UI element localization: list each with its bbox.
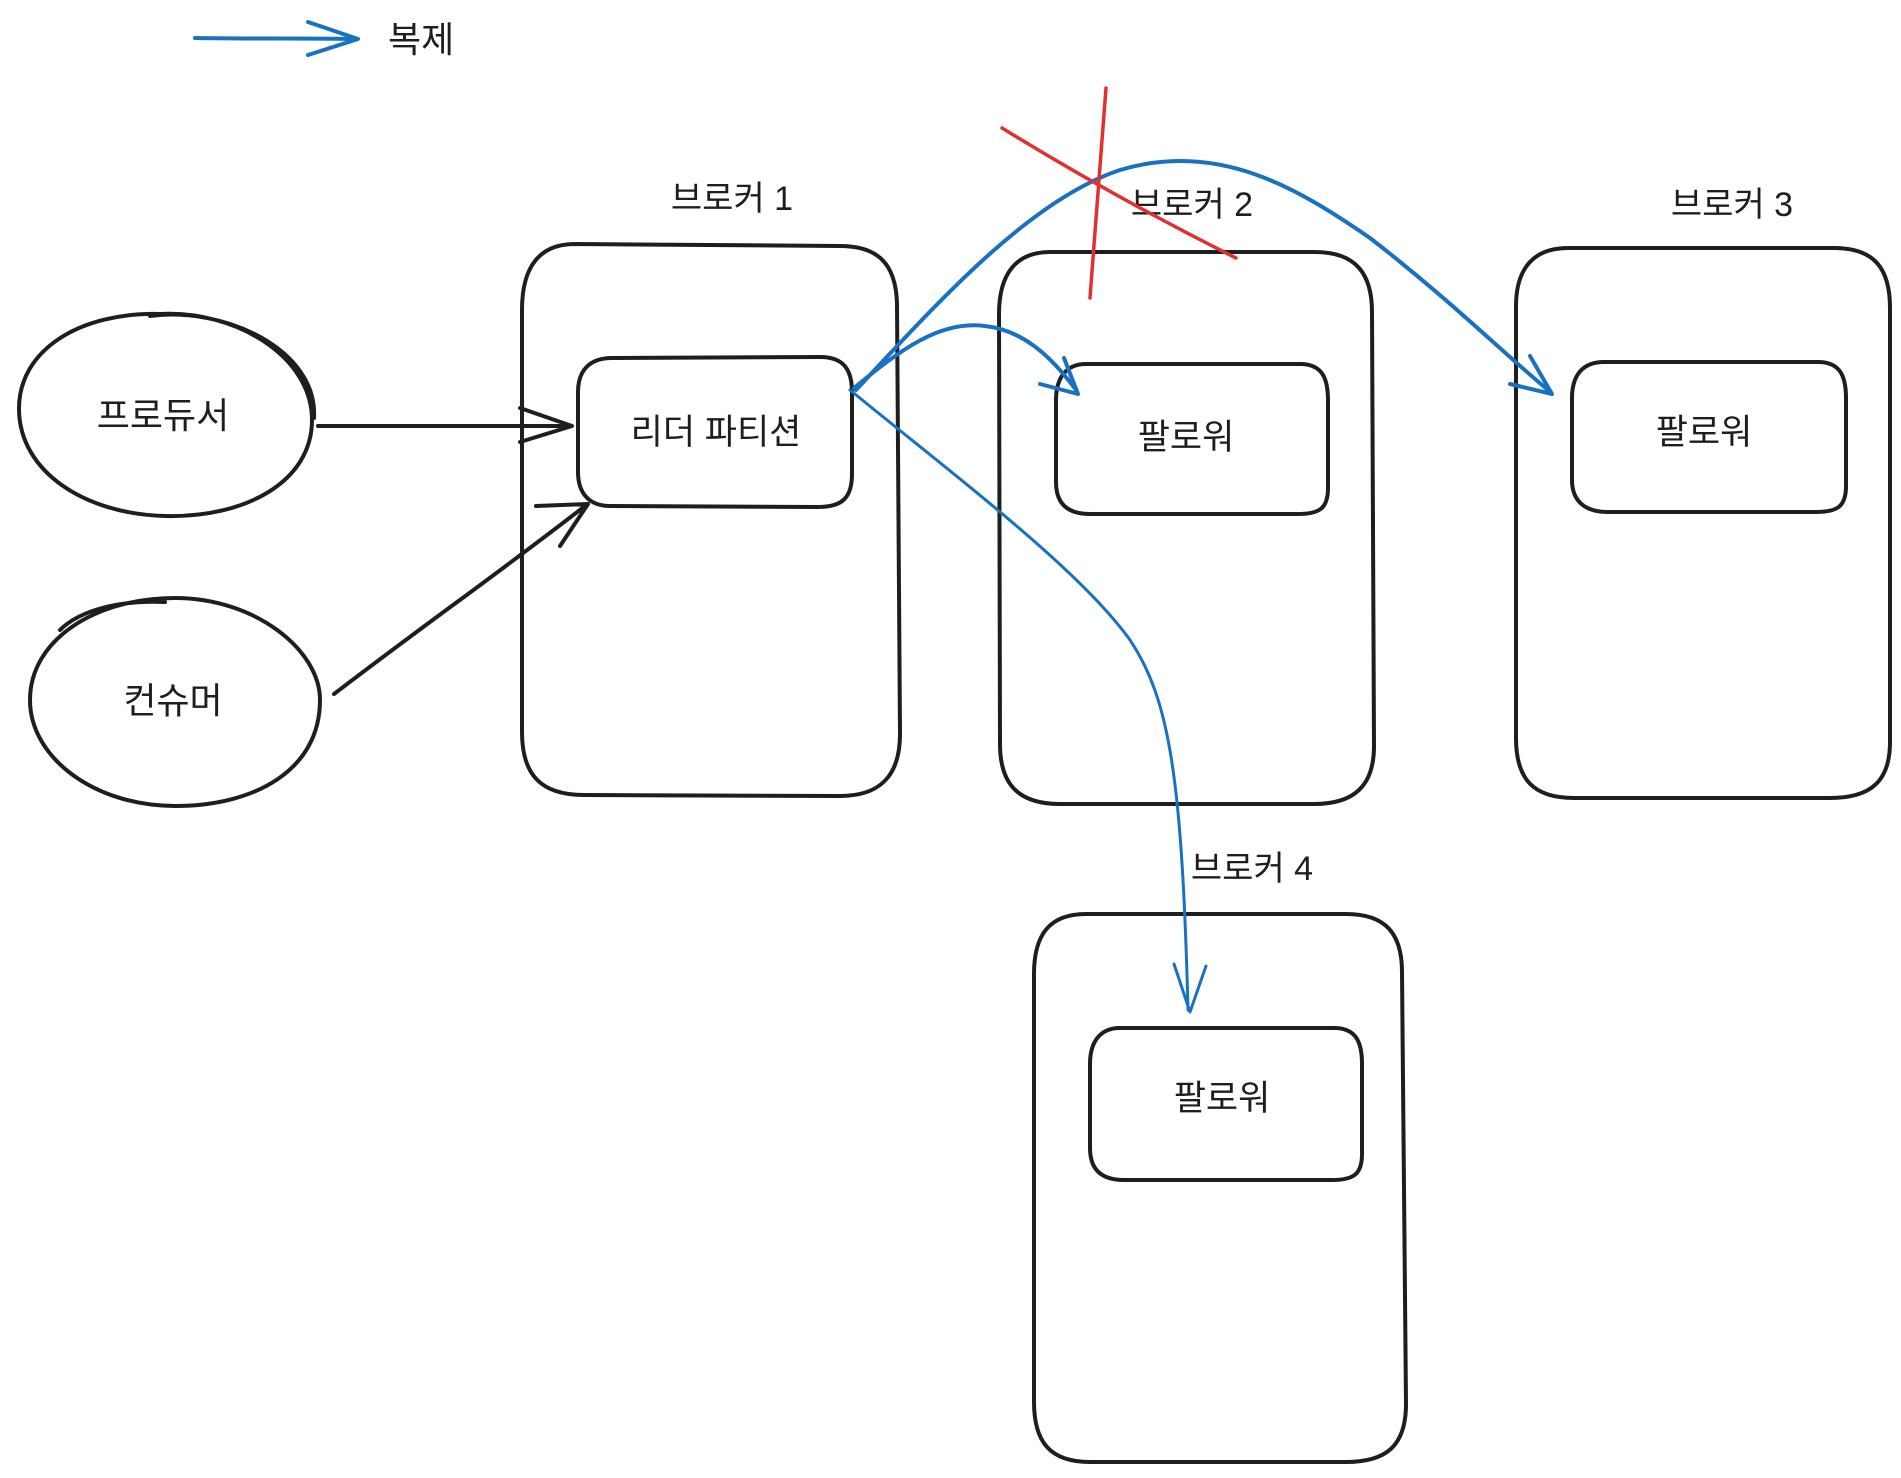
broker-4: 브로커 4 팔로워 bbox=[1032, 850, 1408, 1464]
broker-4-follower-box bbox=[1088, 1026, 1364, 1182]
producer-node: 프로듀서 bbox=[16, 311, 317, 519]
broker-2-failure-mark bbox=[1000, 86, 1238, 300]
broker-3: 브로커 3 팔로워 bbox=[1514, 186, 1892, 800]
consumer-ellipse bbox=[28, 596, 322, 808]
producer-ellipse bbox=[16, 311, 317, 519]
replication-arrow-broker-2 bbox=[852, 323, 1080, 396]
broker-3-box bbox=[1514, 246, 1892, 800]
consumer-to-leader-arrow bbox=[332, 502, 590, 696]
broker-1-box bbox=[520, 242, 902, 798]
broker-2-follower-label: 팔로워 bbox=[1138, 418, 1235, 457]
legend-label: 복제 bbox=[388, 19, 454, 60]
failure-cross-stroke-2 bbox=[1088, 86, 1108, 300]
leader-partition-box bbox=[576, 355, 854, 509]
legend: 복제 bbox=[193, 19, 454, 60]
broker-1-title: 브로커 1 bbox=[671, 180, 793, 218]
consumer-label: 컨슈머 bbox=[123, 680, 222, 721]
replication-arrow-broker-4 bbox=[848, 388, 1208, 1014]
legend-arrow bbox=[193, 20, 360, 57]
broker-1: 브로커 1 리더 파티션 bbox=[520, 180, 902, 798]
failure-cross-stroke-1 bbox=[1000, 126, 1238, 260]
broker-4-follower-label: 팔로워 bbox=[1174, 1079, 1271, 1118]
broker-3-follower-label: 팔로워 bbox=[1656, 413, 1753, 452]
broker-3-title: 브로커 3 bbox=[1671, 186, 1793, 224]
producer-label: 프로듀서 bbox=[97, 395, 229, 436]
broker-4-box bbox=[1032, 912, 1408, 1464]
broker-2: 브로커 2 팔로워 bbox=[997, 186, 1376, 806]
broker-4-title: 브로커 4 bbox=[1191, 850, 1313, 888]
leader-partition-label: 리더 파티션 bbox=[631, 413, 802, 452]
producer-to-leader-arrow bbox=[316, 406, 574, 444]
replication-arrow-broker-3 bbox=[854, 159, 1554, 396]
broker-3-follower-box bbox=[1570, 360, 1848, 514]
broker-2-title: 브로커 2 bbox=[1131, 186, 1253, 224]
broker-2-box bbox=[997, 250, 1376, 806]
consumer-node: 컨슈머 bbox=[28, 596, 322, 808]
